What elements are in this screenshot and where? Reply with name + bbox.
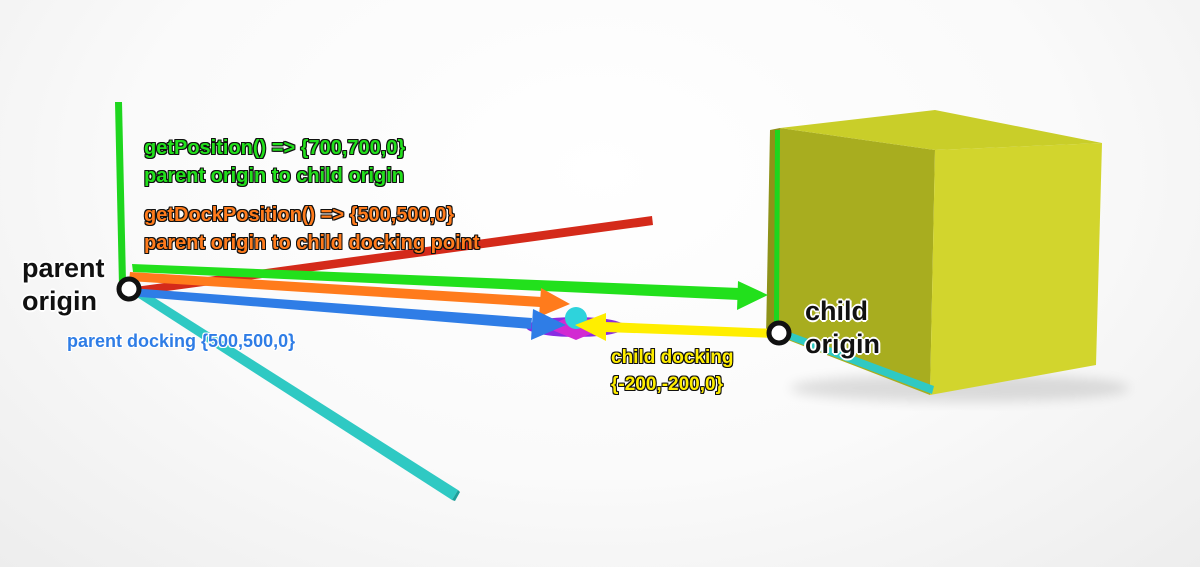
child-docking-label: child docking {-200,-200,0} [611, 344, 733, 398]
child-docking-arrow [575, 313, 776, 341]
get-dock-position-text: getDockPosition() => {500,500,0} [144, 204, 455, 226]
parent-docking-arrow [129, 288, 566, 340]
child-y-axis [774, 130, 780, 325]
parent-z-axis [126, 286, 458, 500]
parent-y-axis [115, 102, 126, 286]
child-z-axis [780, 330, 934, 394]
dock-position-arrow [129, 272, 570, 317]
parent-origin-line2: origin [22, 286, 97, 316]
child-docking-line1: child docking [611, 347, 734, 368]
get-dock-position-description: parent origin to child docking point [144, 232, 480, 254]
get-position-text: getPosition() => {700,700,0} [144, 137, 406, 159]
cube-front-face [775, 128, 935, 395]
cube-right-face [930, 143, 1102, 395]
child-origin-line2: origin [805, 329, 880, 359]
parent-z-axis-end [452, 490, 460, 501]
child-origin-line1: child [805, 296, 869, 326]
child-origin-marker [766, 320, 792, 346]
child-cube [766, 110, 1102, 395]
child-origin-label: child origin [805, 295, 880, 361]
parent-origin-line1: parent [22, 253, 105, 283]
parent-origin-marker [116, 276, 142, 302]
child-docking-line2: {-200,-200,0} [611, 374, 723, 395]
cube-top-face [780, 110, 1102, 150]
position-arrow [132, 264, 768, 310]
get-position-label: getPosition() => {700,700,0} parent orig… [144, 134, 405, 190]
parent-docking-label: parent docking {500,500,0} [67, 331, 296, 351]
get-position-description: parent origin to child origin [144, 165, 404, 187]
parent-origin-label: parent origin [22, 252, 105, 318]
get-dock-position-label: getDockPosition() => {500,500,0} parent … [144, 201, 480, 257]
